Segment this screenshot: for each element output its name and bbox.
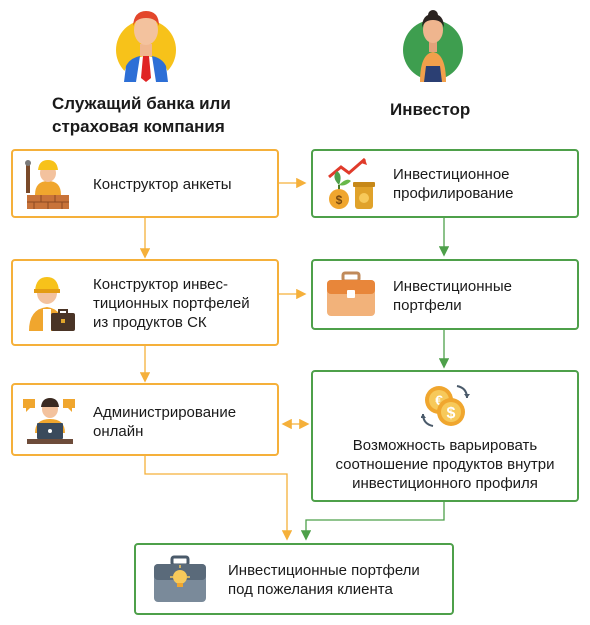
investment-profiling-label: Инвестиционное профилирование [393, 166, 514, 202]
questionnaire-builder-box: Конструктор анкеты [11, 149, 279, 218]
briefcase-icon [327, 271, 375, 319]
svg-text:$: $ [447, 405, 456, 422]
arrow-vary-to-custom [300, 502, 445, 541]
custom-portfolios-label: Инвестиционные портфели под пожелания кл… [228, 562, 420, 598]
investment-portfolios-box: Инвестиционные портфели [311, 259, 579, 330]
svg-text:€: € [435, 392, 443, 408]
portfolio-builder-label: Конструктор инвес- тиционных портфелей и… [93, 276, 250, 331]
investor-icon [402, 6, 464, 82]
custom-portfolios-box: Инвестиционные портфели под пожелания кл… [134, 543, 454, 615]
bank-employee-icon [114, 6, 178, 82]
money-growth-icon: $ [325, 157, 377, 211]
portfolio-builder-box: Конструктор инвес- тиционных портфелей и… [11, 259, 279, 346]
idea-briefcase-icon [154, 555, 206, 605]
online-admin-label: Администрирование онлайн [93, 404, 237, 440]
investment-portfolios-label: Инвестиционные портфели [393, 278, 512, 314]
questionnaire-builder-label: Конструктор анкеты [93, 176, 232, 193]
svg-text:$: $ [336, 193, 343, 207]
investment-profiling-box: $ Инвестиционное профилирование [311, 149, 579, 218]
online-admin-box: Администрирование онлайн [11, 383, 279, 456]
investor-role-title: Инвестор [390, 100, 471, 119]
bank-role-title: Служащий банка или страховая компания [52, 94, 231, 136]
builder-icon [23, 157, 73, 211]
vary-products-label: Возможность варьировать соотношение прод… [335, 437, 555, 492]
arrow-admin-to-custom [144, 456, 293, 541]
online-admin-icon [23, 395, 77, 447]
engineer-briefcase-icon [23, 273, 77, 333]
vary-products-box: € $ Возможность варьировать соотношение … [311, 370, 579, 502]
currency-exchange-icon: € $ [420, 382, 471, 430]
